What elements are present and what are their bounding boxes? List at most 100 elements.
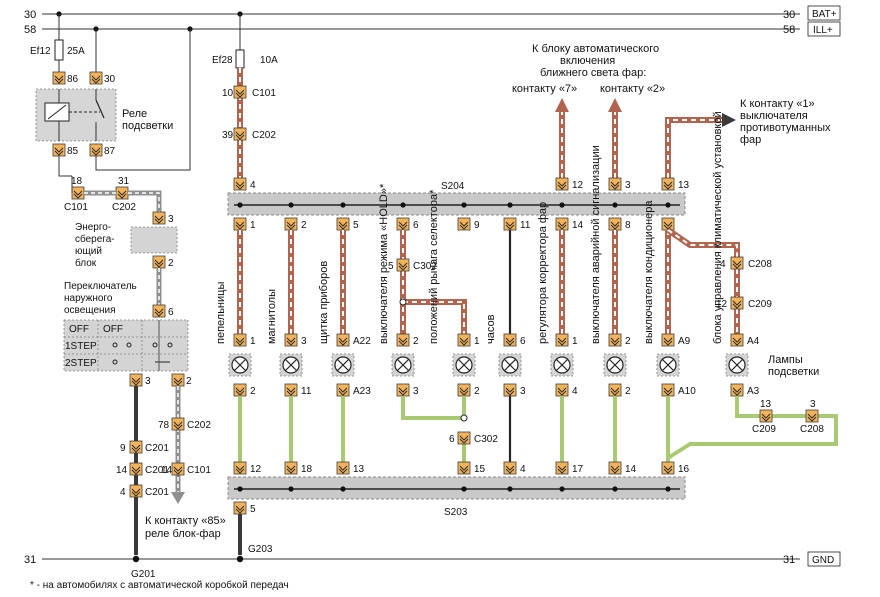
headlamp-note-line2: включения — [560, 55, 615, 67]
s203-label: S203 — [444, 507, 468, 518]
splice-s204: S204 4 12 3 13 — [227, 177, 690, 216]
c201-pin-9: 9 — [120, 443, 126, 454]
c101-label-top: C101 — [252, 88, 276, 99]
selector-feed: 5 C302 6 C302 — [388, 258, 498, 445]
lamp-branches: 112пепельницы122311магнитолы185A22A23щит… — [215, 111, 838, 492]
exterior-lighting-switch: Переключатель наружного освещения 6 OFF … — [63, 281, 192, 387]
switch-row-2step: 2STEP — [65, 358, 97, 369]
switch-pin-6: 6 — [168, 307, 174, 318]
arrow-up-icon — [608, 98, 622, 112]
c209-pin-13: 13 — [760, 399, 772, 410]
lamp-bulb-icon — [279, 353, 303, 377]
switch-pin-3: 3 — [145, 376, 151, 387]
c101-pin-14: 14 — [161, 465, 173, 476]
rail-58: 58 58 ILL+ — [24, 21, 841, 37]
c201-pin-14: 14 — [116, 465, 128, 476]
s203-upper-pin: 17 — [572, 464, 584, 475]
lamp-pin-bottom: A3 — [747, 386, 760, 397]
switch-label-line3: освещения — [64, 305, 116, 316]
lamp-bulb-icon — [331, 353, 355, 377]
c202-label-left: C202 — [112, 202, 136, 213]
c208-label-bot: C208 — [800, 424, 824, 435]
contact-2-label: контакту «2» — [600, 83, 665, 95]
lamp-label: регулятора корректора фар — [537, 202, 549, 344]
lamp-pin-top: A4 — [747, 336, 760, 347]
s203-upper-pin: 16 — [678, 464, 690, 475]
c202-label-top: C202 — [252, 130, 276, 141]
c209-label-top: C209 — [748, 299, 772, 310]
lamp-bulb-icon — [391, 353, 415, 377]
switch-label-line2: наружного — [64, 293, 113, 304]
ef12-label: Ef12 — [30, 46, 51, 57]
lamp-pin-top: 2 — [625, 336, 631, 347]
energy-block-pin-2: 2 — [168, 258, 174, 269]
lamp-pin-top: 3 — [301, 336, 307, 347]
lamp-pin-bottom: 2 — [250, 386, 256, 397]
lamp-pin-top: A9 — [678, 336, 691, 347]
fuse-ef28: Ef28 10A — [212, 14, 278, 69]
energy-block-line1: Энерго- — [75, 222, 111, 233]
lamp-bulb-icon — [228, 353, 252, 377]
rail-30-left-label: 30 — [24, 9, 36, 21]
lamp-bulb-icon — [656, 353, 680, 377]
splice-s203: S203 5 — [227, 476, 686, 518]
junction-dot — [237, 11, 243, 17]
s204-pin-12: 12 — [572, 180, 584, 191]
c201-label-2: C201 — [145, 465, 169, 476]
lamp-pin-top: A22 — [353, 336, 371, 347]
rail-31-right-label: 31 — [783, 554, 795, 566]
lamp-pin-bottom: 3 — [413, 386, 419, 397]
c101-pin-18: 18 — [71, 176, 83, 187]
c201-label-3: C201 — [145, 487, 169, 498]
lamp-label: блока управления климатической установко… — [712, 111, 724, 344]
c101-label-left: C101 — [64, 202, 88, 213]
s203-upper-pin: 15 — [474, 464, 486, 475]
s204-pin-4: 4 — [250, 180, 256, 191]
rail-58-left-label: 58 — [24, 24, 36, 36]
lamp-bulb-icon — [603, 353, 627, 377]
s204-label: S204 — [441, 181, 465, 192]
ef12-rating: 25A — [67, 46, 85, 57]
c202-pin-78: 78 — [158, 420, 170, 431]
lamp-pin-bottom: 2 — [625, 386, 631, 397]
c208-pin-3: 3 — [810, 399, 816, 410]
climate-lamp-path: 4 C208 12 C209 13 3 C209 C208 Лампы подс… — [716, 256, 824, 435]
c202-label-lower: C202 — [187, 420, 211, 431]
footnote: * - на автомобилях с автоматической коро… — [30, 579, 289, 591]
switch-row-1step: 1STEP — [65, 341, 97, 352]
s204-pin-3: 3 — [625, 180, 631, 191]
s204-lower-pin: 1 — [250, 220, 256, 231]
lamp-pin-bottom: 11 — [301, 386, 312, 397]
c302-label-bot: C302 — [474, 434, 498, 445]
switch-ground-path: 9 14 4 C201 C201 C201 G201 — [116, 386, 169, 580]
c209-pin-12: 12 — [716, 299, 728, 310]
c208-label-top: C208 — [748, 259, 772, 270]
s203-upper-pin: 12 — [250, 464, 262, 475]
fog-note-line1: К контакту «1» — [740, 98, 815, 110]
lamp-pin-top: 1 — [474, 336, 480, 347]
lamp-label: щитка приборов — [318, 261, 330, 344]
lamp-label: магнитолы — [266, 289, 278, 344]
rail-30-right-label: 30 — [783, 9, 795, 21]
lamp-label: пепельницы — [215, 282, 227, 344]
s204-lower-pin: 11 — [520, 220, 531, 231]
arrow-right-icon — [722, 113, 736, 127]
s204-lower-pin: 5 — [353, 220, 359, 231]
lamp-pin-top: 1 — [572, 336, 578, 347]
c201-pin-4: 4 — [120, 487, 126, 498]
lamp-label: выключателя аварийной сигнализации — [590, 145, 602, 344]
relay85-note-line2: реле блок-фар — [145, 528, 221, 540]
lamp-label: выключателя режима «HOLD»* — [378, 183, 390, 344]
s204-pin-13: 13 — [678, 180, 690, 191]
fog-note-line4: фар — [740, 134, 761, 146]
lamp-bulb-icon — [498, 353, 522, 377]
energy-block-line3: ющий — [75, 246, 102, 257]
relay-pin-30: 30 — [104, 74, 116, 85]
lamp-label: выключателя кондиционера — [643, 200, 655, 344]
lamps-title-line2: подсветки — [768, 366, 819, 378]
gnd-tag: GND — [812, 555, 834, 566]
s203-upper-pin: 13 — [353, 464, 365, 475]
energy-block-line4: блок — [75, 257, 97, 269]
arrow-down-icon — [171, 492, 185, 504]
